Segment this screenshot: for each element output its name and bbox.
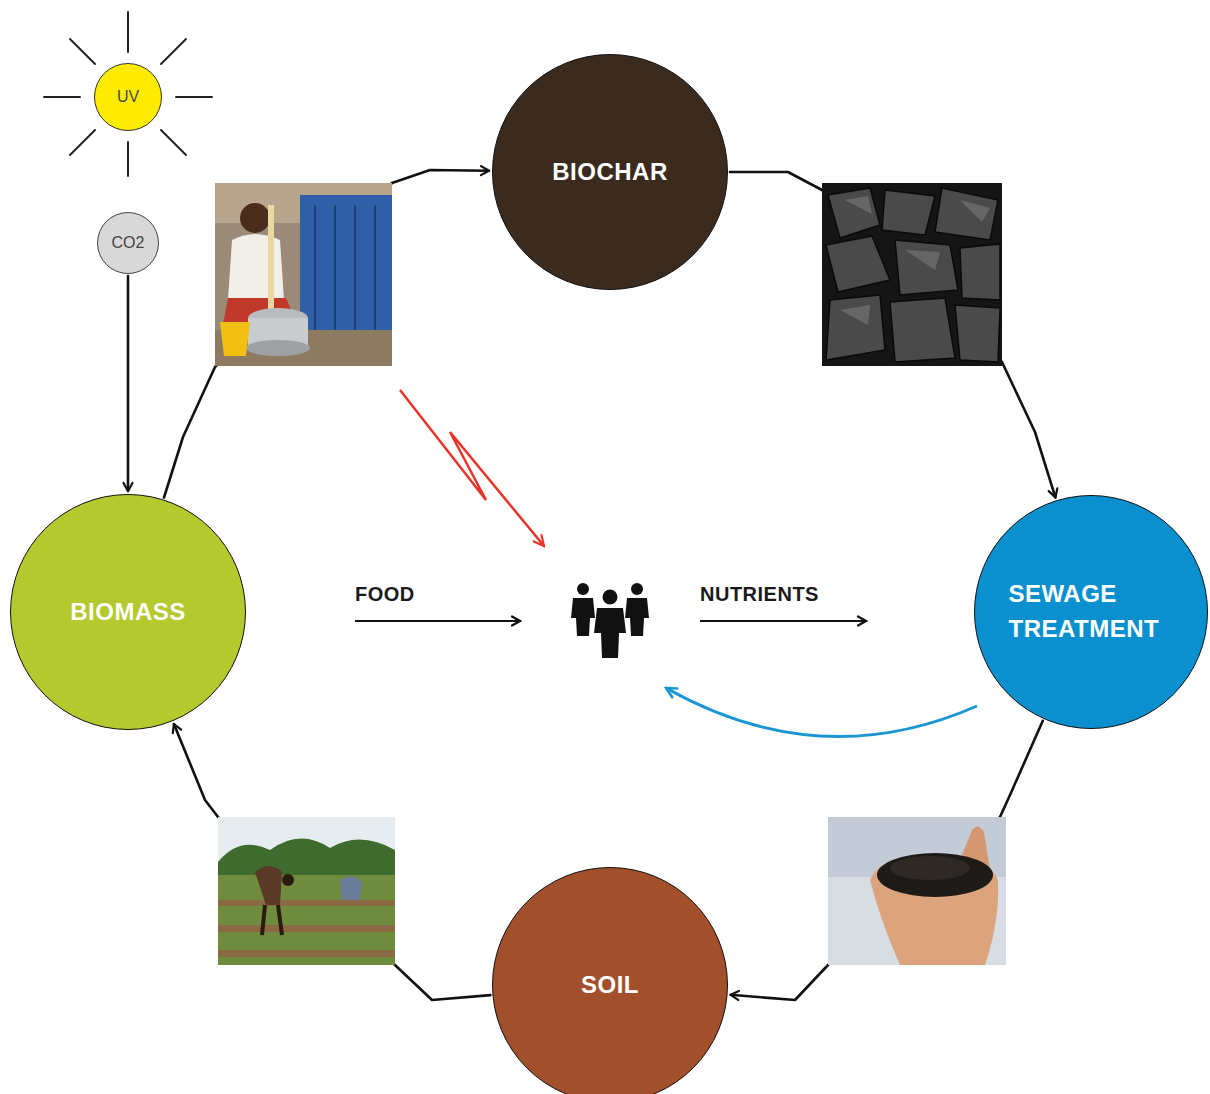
sewage-circle: SEWAGE TREATMENT	[974, 495, 1208, 729]
flow-label: FOOD	[355, 583, 415, 606]
cycle-arrow	[731, 721, 1043, 1000]
node-content: CO2	[112, 231, 145, 254]
cooking-photo	[215, 183, 392, 366]
cycle-arrow	[174, 724, 491, 1000]
hazard-arrow	[400, 390, 544, 546]
charcoal-photo	[822, 183, 1002, 366]
node-content: SOIL	[581, 968, 639, 1003]
sun-rays	[44, 12, 212, 176]
people-icon	[571, 583, 649, 658]
node-label: SOIL	[581, 968, 639, 1003]
biomass-circle: BIOMASS	[10, 494, 246, 730]
node-content: SEWAGE TREATMENT	[1009, 577, 1174, 647]
node-label: BIOMASS	[70, 595, 186, 630]
node-label: BIOCHAR	[552, 155, 668, 190]
soil-circle: SOIL	[492, 867, 728, 1094]
node-label: SEWAGE TREATMENT	[1009, 577, 1174, 647]
node-label: CO2	[112, 231, 145, 254]
cycle-arrow	[730, 172, 1055, 497]
field-photo	[218, 817, 395, 965]
node-content: BIOMASS	[70, 595, 186, 630]
flow-label: NUTRIENTS	[700, 583, 819, 606]
water-return-arrow	[666, 688, 977, 737]
food-arrow	[355, 620, 520, 622]
sun-circle: UV	[94, 63, 162, 131]
co2-circle: CO2	[97, 212, 159, 274]
node-label: UV	[117, 85, 139, 108]
node-content: BIOCHAR	[552, 155, 668, 190]
cycle-arrow	[127, 276, 130, 491]
node-content: UV	[117, 85, 139, 108]
cycle-arrow	[164, 170, 489, 498]
biochar-circle: BIOCHAR	[492, 54, 728, 290]
hand-soil-photo	[828, 817, 1006, 965]
nutrients-arrow	[700, 620, 866, 622]
